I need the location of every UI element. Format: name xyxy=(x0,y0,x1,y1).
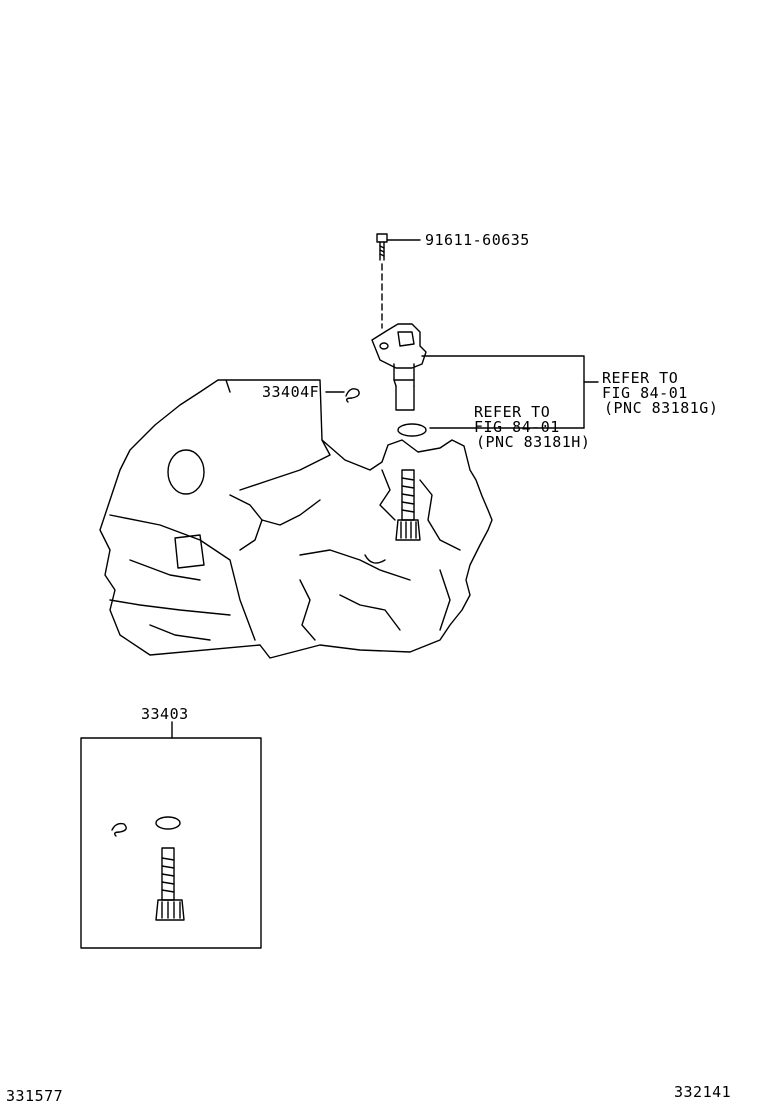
driven-gear-icon xyxy=(395,469,421,541)
kit-clip-icon xyxy=(111,822,127,837)
footer-right-code: 332141 xyxy=(674,1083,732,1101)
transmission-housing xyxy=(99,379,493,659)
sensor-ref-line2: FIG 84-01 xyxy=(602,384,688,402)
kit-part-number: 33403 xyxy=(141,705,189,723)
oring-ref-line2: FIG 84-01 xyxy=(474,418,560,436)
sensor-ref-line3: (PNC 83181G) xyxy=(604,399,719,417)
bolt-part-number: 91611-60635 xyxy=(425,231,530,249)
footer-left-code: 331577 xyxy=(6,1087,64,1105)
sensor-ref-line1: REFER TO xyxy=(602,369,679,387)
o-ring-icon xyxy=(397,423,427,437)
speed-sensor-icon xyxy=(371,323,427,411)
kit-o-ring-icon xyxy=(155,816,181,830)
oring-ref-line1: REFER TO xyxy=(474,403,551,421)
clip-icon xyxy=(325,388,360,403)
reference-bracket xyxy=(421,355,599,429)
kit-box xyxy=(80,721,262,949)
oring-ref-line3: (PNC 83181H) xyxy=(476,433,591,451)
bolt-icon xyxy=(376,233,421,329)
clip-part-number: 33404F xyxy=(262,383,320,401)
